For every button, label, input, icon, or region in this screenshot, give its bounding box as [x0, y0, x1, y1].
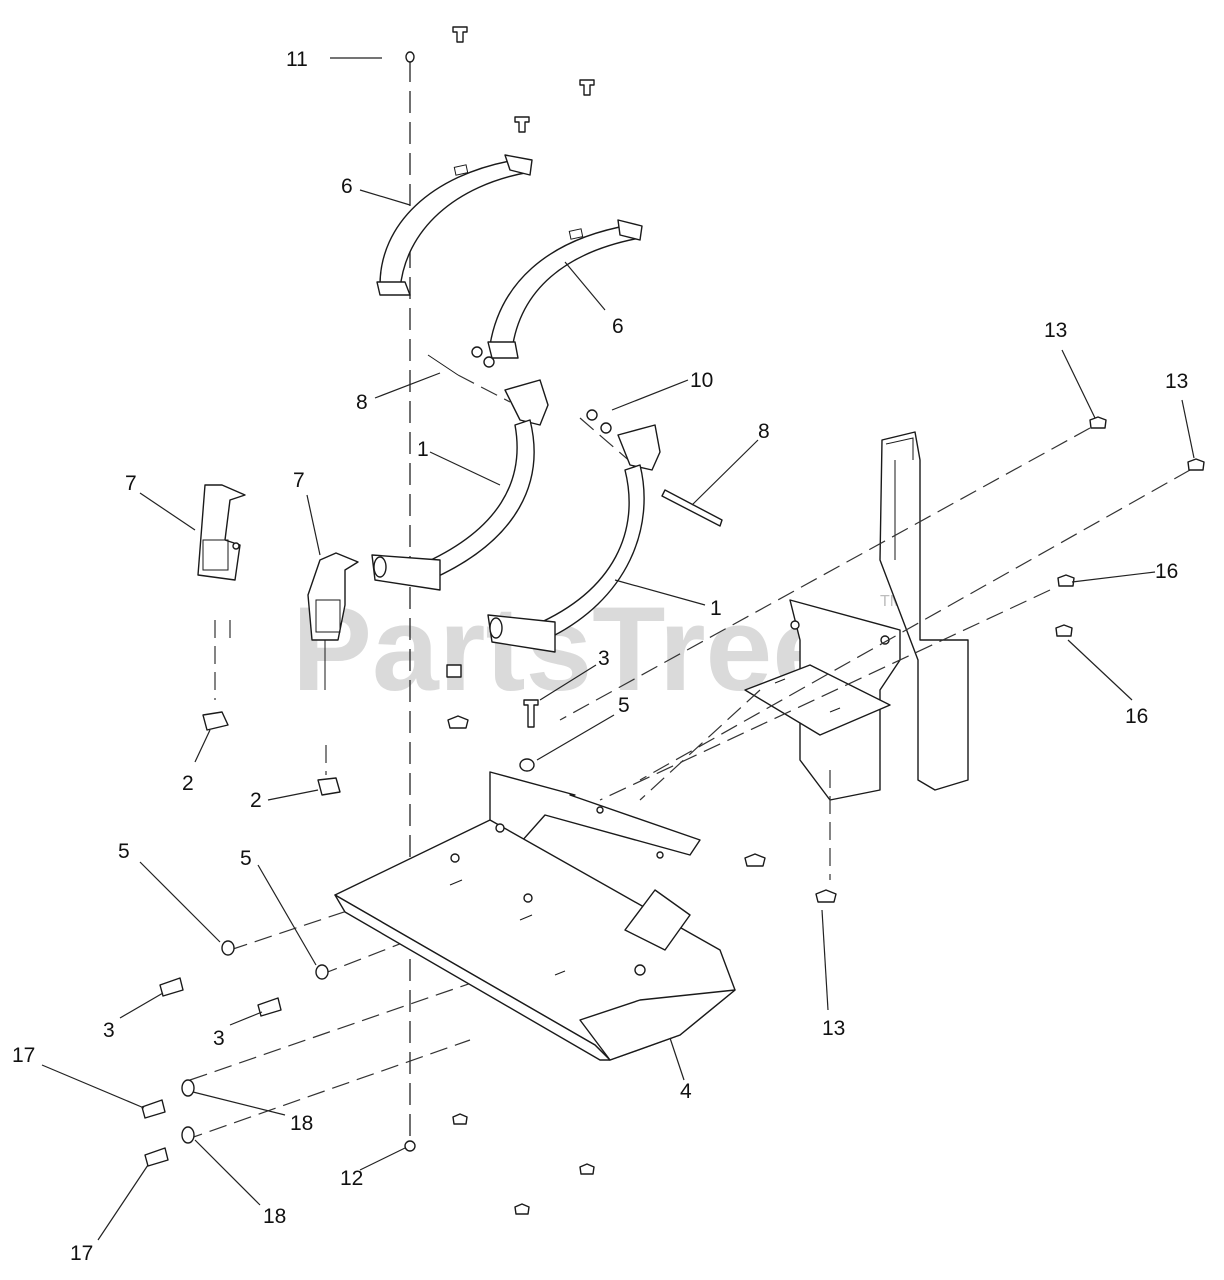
- top-screws: [405, 26, 595, 133]
- callout-17-lower: 17: [70, 1242, 93, 1265]
- watermark-text: PartsTree: [292, 582, 839, 716]
- callout-12: 12: [340, 1167, 363, 1190]
- lower-strap-left: [371, 379, 549, 591]
- callout-11: 11: [286, 48, 308, 71]
- callout-18-upper: 18: [290, 1112, 313, 1135]
- callout-3-top: 3: [598, 647, 610, 670]
- callout-10: 10: [690, 369, 713, 392]
- callout-2-right: 2: [250, 789, 262, 812]
- mid-hardware: [446, 664, 837, 903]
- callout-8-right: 8: [758, 420, 770, 443]
- latch-right: [307, 552, 359, 775]
- right-nuts: [1055, 416, 1205, 637]
- watermark: PartsTree TM: [292, 582, 903, 716]
- bottom-nuts: [404, 1113, 595, 1215]
- callout-6-upper: 6: [341, 175, 353, 198]
- leader-lines: [41, 57, 1195, 1241]
- bracket-plates: [744, 599, 901, 801]
- upper-strap-right: [471, 219, 643, 368]
- callout-5-top: 5: [618, 694, 630, 717]
- base-platform: [334, 771, 736, 1061]
- callout-13-a: 13: [1044, 319, 1067, 342]
- callout-6-lower: 6: [612, 315, 624, 338]
- callout-5-left: 5: [118, 840, 130, 863]
- callout-labels: 11 6 6 8 10 8 1 1 7 7 13 13 16 16 3 5 2 …: [12, 48, 1188, 1265]
- callout-7-left: 7: [125, 472, 137, 495]
- callout-5-mid: 5: [240, 847, 252, 870]
- callout-18-lower: 18: [263, 1205, 286, 1228]
- pin-clips: [586, 409, 612, 434]
- barrel-parts: [202, 711, 341, 796]
- callout-2-left: 2: [182, 772, 194, 795]
- callout-1-upper: 1: [417, 438, 429, 461]
- callout-13-b: 13: [1165, 370, 1188, 393]
- callout-1-lower: 1: [710, 597, 722, 620]
- callout-3-mid: 3: [213, 1027, 225, 1050]
- pin-left: [427, 354, 511, 403]
- side-rail: [879, 431, 969, 791]
- callout-7-right: 7: [293, 469, 305, 492]
- callout-8-left: 8: [356, 391, 368, 414]
- callout-16-b: 16: [1125, 705, 1148, 728]
- lower-strap-right: [487, 424, 661, 653]
- callout-16-a: 16: [1155, 560, 1178, 583]
- upper-strap-left: [376, 154, 533, 296]
- callout-13-c: 13: [822, 1017, 845, 1040]
- latch-left: [197, 484, 246, 700]
- callout-3-left: 3: [103, 1019, 115, 1042]
- callout-4: 4: [680, 1080, 692, 1103]
- callout-17-upper: 17: [12, 1044, 35, 1067]
